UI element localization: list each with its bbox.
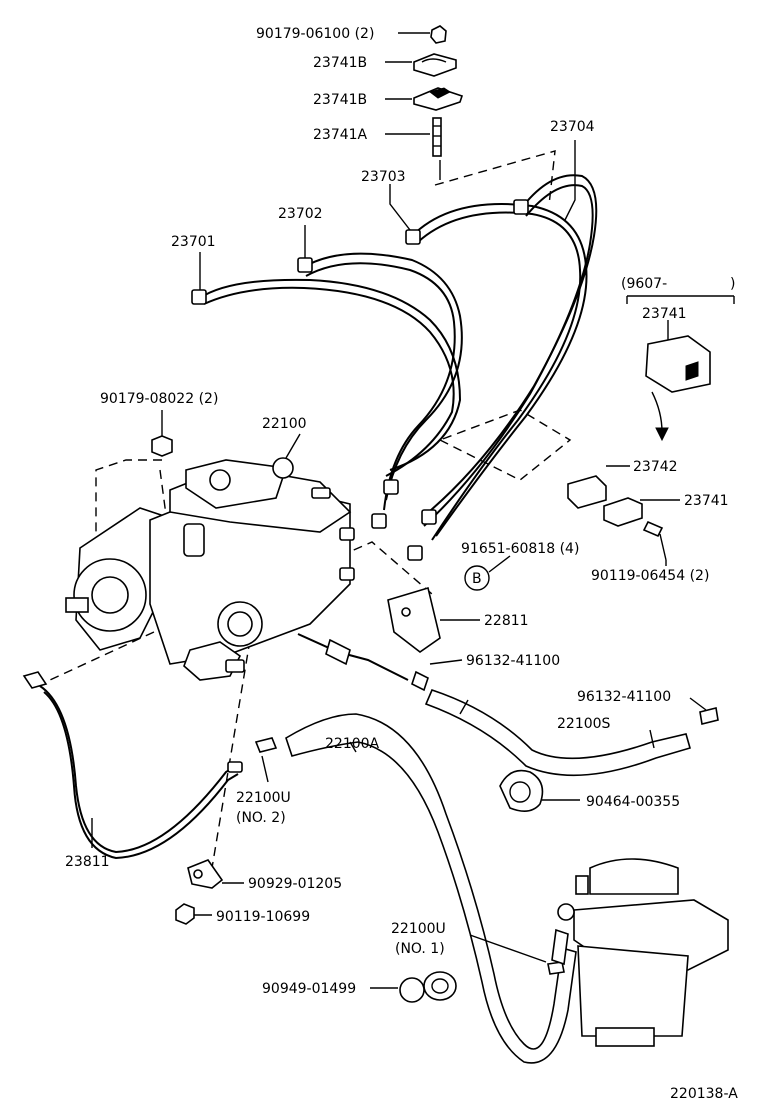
pipe-leaders [199, 140, 576, 290]
label-no1: (NO. 1) [395, 941, 445, 957]
label-22100A: 22100A [325, 736, 380, 752]
label-90949-01499: 90949-01499 [262, 981, 356, 997]
fuel-filter-assembly [551, 858, 729, 1047]
part-clamp-23742 [567, 465, 630, 509]
diagram-code: 220138-A [670, 1086, 738, 1102]
label-23742: 23742 [633, 459, 678, 475]
part-bracket-90929-01205 [187, 859, 244, 889]
part-nut-90179-08022 [151, 410, 173, 457]
label-96132-41100-b: 96132-41100 [577, 689, 671, 705]
label-23702: 23702 [278, 206, 323, 222]
label-90119-10699: 90119-10699 [216, 909, 310, 925]
part-bracket-22811 [387, 586, 480, 653]
label-22100: 22100 [262, 416, 307, 432]
label-90464-00355: 90464-00355 [586, 794, 680, 810]
label-22100S: 22100S [557, 716, 611, 732]
injection-pipes [191, 174, 598, 561]
label-23811: 23811 [65, 854, 110, 870]
part-clamp-90464-00355 [499, 769, 580, 812]
label-22100U-no1: 22100U [391, 921, 446, 937]
part-clamp-23741B-lower [385, 87, 464, 111]
part-labels: 90179-06100 (2) 23741B 23741B 23741A 237… [65, 26, 738, 1102]
label-23704: 23704 [550, 119, 595, 135]
label-96132-41100-a: 96132-41100 [466, 653, 560, 669]
part-clamp-23741-mid [603, 497, 680, 527]
label-callout-B: B [472, 571, 482, 587]
injection-pump-22100 [65, 457, 355, 681]
label-9607: (9607- [621, 276, 667, 292]
label-91651-60818: 91651-60818 (4) [461, 541, 579, 557]
label-22100U-no2: 22100U [236, 790, 291, 806]
label-90179-06100: 90179-06100 (2) [256, 26, 374, 42]
hose-22100A [285, 713, 577, 1064]
label-no2: (NO. 2) [236, 810, 286, 826]
label-23741B-lower: 23741B [313, 92, 367, 108]
part-bolt-90119-06454 [642, 520, 667, 566]
label-23741-mid: 23741 [684, 493, 729, 509]
part-clip-90949-01499 [370, 971, 457, 1003]
label-22811: 22811 [484, 613, 529, 629]
label-23741B-upper: 23741B [313, 55, 367, 71]
part-clamp-22100U-no1 [469, 934, 565, 975]
part-grommet-23741A [385, 117, 442, 157]
label-23703: 23703 [361, 169, 406, 185]
part-clamp-22100U-no2 [254, 737, 278, 783]
label-9607-close: ) [730, 276, 735, 292]
callout-B [464, 555, 511, 591]
label-90119-06454: 90119-06454 (2) [591, 568, 709, 584]
inset-9607 [626, 295, 735, 442]
part-nut-90179-06100 [398, 25, 447, 44]
label-90929-01205: 90929-01205 [248, 876, 342, 892]
label-90179-08022: 90179-08022 (2) [100, 391, 218, 407]
label-23741A: 23741A [313, 127, 368, 143]
overflow-pipe [297, 633, 463, 692]
label-23701: 23701 [171, 234, 216, 250]
part-clamp-23741B-upper [385, 53, 457, 77]
pipe-23811 [22, 671, 243, 860]
part-bolt-90119-10699 [175, 903, 212, 925]
label-23741-inset: 23741 [642, 306, 687, 322]
hose-22100S [424, 689, 719, 777]
